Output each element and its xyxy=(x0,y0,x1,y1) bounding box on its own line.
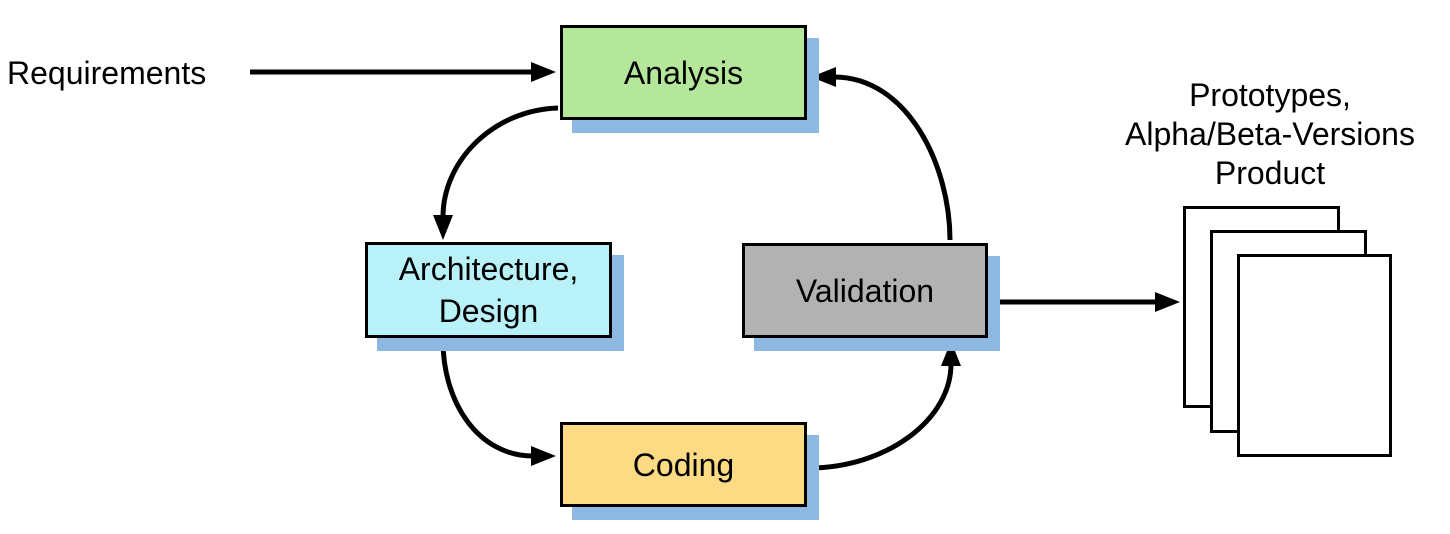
arrow-analysis-to-architecture xyxy=(433,105,559,240)
arrow-architecture-to-coding xyxy=(440,340,556,466)
node-analysis-label: Analysis xyxy=(623,54,744,91)
output-label-line2: Alpha/Beta-Versions xyxy=(1125,116,1415,152)
arrow-validation-to-analysis xyxy=(811,67,953,241)
output-label-line3: Product xyxy=(1214,155,1326,191)
document-page-front xyxy=(1237,254,1392,457)
node-architecture-label-line1: Architecture, xyxy=(398,251,579,287)
output-label: Prototypes, Alpha/Beta-Versions Product xyxy=(1075,76,1450,193)
requirements-label: Requirements xyxy=(7,55,207,91)
node-architecture-design: Architecture, Design xyxy=(365,242,612,338)
node-architecture-label-line2: Design xyxy=(438,293,539,329)
node-analysis: Analysis xyxy=(560,25,807,120)
arrow-coding-to-validation xyxy=(808,341,961,471)
node-validation-label: Validation xyxy=(795,272,935,309)
node-coding-label: Coding xyxy=(632,446,735,483)
output-label-line1: Prototypes, xyxy=(1189,77,1351,113)
node-validation: Validation xyxy=(742,243,988,338)
node-coding: Coding xyxy=(560,422,807,507)
